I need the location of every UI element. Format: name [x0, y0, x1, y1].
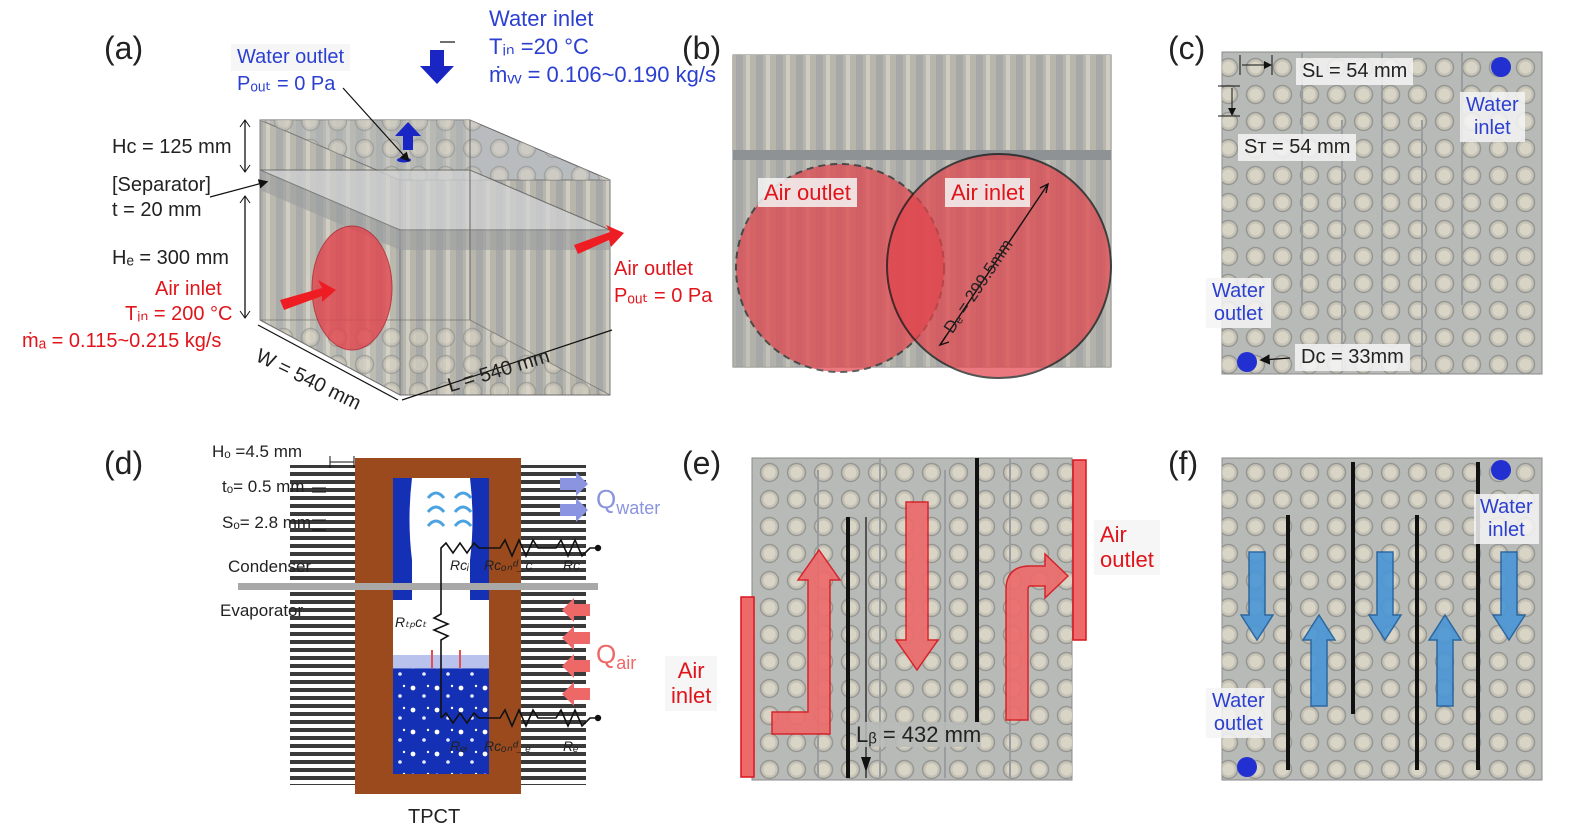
panel-f-water-outlet-line2: outlet [1213, 713, 1263, 735]
panel-f-water-inlet-line2: inlet [1487, 519, 1525, 541]
tpct-caption: TPCT [408, 806, 461, 828]
panel-label-e: (e) [682, 445, 722, 481]
panel-c-water-outlet: Water outlet [1206, 278, 1271, 328]
r-cond-c-label: Rᴄₒₙᵈ_ᴄ [484, 557, 533, 573]
air-outlet-pressure: Pₒᵤₜ = 0 Pa [614, 285, 713, 307]
panel-c-water-inlet-line1: Water [1466, 94, 1519, 116]
evaporator-label: Evaporator [220, 601, 304, 620]
panel-d-schematic [238, 456, 602, 794]
q-air-label: Qair [596, 639, 637, 674]
r-c-label: Rᴄ [563, 557, 581, 573]
air-inlet-title: Air inlet [155, 278, 222, 300]
panel-e-air-outlet-line1: Air [1100, 522, 1127, 547]
panel-c-water-inlet: Water inlet [1460, 92, 1525, 142]
q-air-symbol: Q [596, 639, 617, 669]
baffle-length-label: Lᵦ = 432 mm [856, 722, 982, 748]
tube-diameter-label: Dᴄ = 33mm [1295, 344, 1410, 371]
panel-b-air-outlet: Air outlet [758, 178, 857, 208]
panel-e-air-outlet: Air outlet [1094, 520, 1160, 575]
longitudinal-pitch-label: Sʟ = 54 mm [1296, 58, 1414, 85]
panel-f-water-outlet-line1: Water [1212, 690, 1265, 712]
panel-e-air-inlet: Air inlet [665, 656, 718, 711]
q-water-subscript: water [616, 498, 661, 519]
water-outlet-title: Water outlet [231, 44, 351, 71]
air-outlet-title: Air outlet [614, 258, 693, 280]
panel-label-a: (a) [104, 30, 144, 66]
panel-f-water-outlet: Water outlet [1206, 688, 1271, 738]
r-ci-label: Rᴄᵢ [450, 557, 469, 574]
r-tpct-label: Rₜₚᴄₜ [395, 614, 427, 631]
panel-e-air-outlet-line2: outlet [1100, 547, 1154, 573]
separator-thickness-label: t = 20 mm [112, 199, 202, 221]
q-water-label: Qwater [596, 484, 661, 519]
panel-a-block [209, 41, 624, 401]
panel-label-c: (c) [1168, 30, 1206, 66]
panel-e-view [740, 457, 1087, 781]
water-inlet-flow: ṁᵥᵥ = 0.106~0.190 kg/s [489, 62, 716, 87]
water-outlet-pressure: Pₒᵤₜ = 0 Pa [237, 73, 336, 95]
r-cond-e-label: Rᴄₒₙᵈ_ₑ [484, 738, 531, 754]
panel-c-water-inlet-line2: inlet [1473, 117, 1511, 139]
condenser-height-label: Hᴄ = 125 mm [112, 136, 232, 158]
panel-label-d: (d) [104, 445, 144, 481]
panel-f-water-inlet-line1: Water [1480, 496, 1533, 518]
fin-thickness-label: tₒ= 0.5 mm [222, 477, 305, 496]
air-inlet-flow: ṁₐ = 0.115~0.215 kg/s [22, 330, 222, 352]
panel-b-view [732, 54, 1112, 379]
panel-label-f: (f) [1168, 445, 1199, 481]
panel-f-water-inlet: Water inlet [1474, 494, 1539, 544]
r-e-label: Rₑ [563, 738, 579, 754]
panel-e-air-inlet-line2: inlet [671, 683, 712, 709]
panel-c-water-outlet-line2: outlet [1213, 303, 1263, 325]
transverse-pitch-label: Sᴛ = 54 mm [1238, 134, 1357, 161]
r-ei-label: Rₑᵢ [450, 738, 468, 754]
q-air-subscript: air [616, 653, 637, 674]
q-water-symbol: Q [596, 484, 617, 514]
separator-label: [Separator] [112, 174, 211, 196]
water-inlet-temp: Tᵢₙ =20 °C [489, 34, 589, 59]
panel-e-air-inlet-line1: Air [677, 658, 705, 683]
air-inlet-temp: Tᵢₙ = 200 °C [125, 303, 233, 325]
fin-height-label: Hₒ =4.5 mm [212, 442, 303, 461]
water-inlet-title: Water inlet [489, 6, 594, 31]
panel-b-air-inlet: Air inlet [945, 178, 1031, 208]
panel-label-b: (b) [682, 30, 722, 66]
condenser-label: Condenser [228, 557, 312, 576]
evaporator-height-label: Hₑ = 300 mm [112, 247, 229, 269]
panel-c-water-outlet-line1: Water [1212, 280, 1265, 302]
fin-spacing-label: Sₒ= 2.8 mm [222, 513, 312, 532]
